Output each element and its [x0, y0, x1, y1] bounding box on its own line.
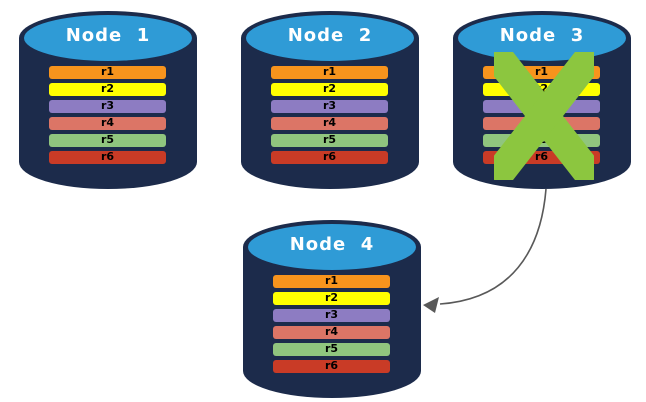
node-1: Node 1 r1 r2 r3 r4 r5 r6: [18, 8, 198, 192]
replica-row-r4: r4: [273, 325, 390, 339]
replica-list: r1 r2 r3 r4 r5 r6: [271, 65, 388, 164]
node-title: Node 2: [287, 25, 373, 46]
arrow-curve: [439, 188, 547, 305]
replica-row-r3: r3: [271, 99, 388, 113]
failure-x-icon: [494, 52, 594, 180]
replica-row-r5: r5: [49, 133, 166, 147]
replica-row-r2: r2: [49, 82, 166, 96]
node-title: Node 1: [65, 25, 151, 46]
replica-row-r2: r2: [273, 291, 390, 305]
replica-row-r6: r6: [273, 359, 390, 373]
node-title: Node 4: [289, 234, 375, 255]
replica-list: r1 r2 r3 r4 r5 r6: [273, 274, 390, 373]
arrowhead-icon: [423, 297, 439, 313]
replica-row-r1: r1: [273, 274, 390, 288]
node-2: Node 2 r1 r2 r3 r4 r5 r6: [240, 8, 420, 192]
replica-row-r2: r2: [271, 82, 388, 96]
replica-row-r1: r1: [49, 65, 166, 79]
node-title: Node 3: [499, 25, 585, 46]
replica-row-r5: r5: [273, 342, 390, 356]
node-3: Node 3 r1 r2 r3 r4 r5 r6: [452, 8, 632, 192]
replica-row-r5: r5: [271, 133, 388, 147]
replica-list: r1 r2 r3 r4 r5 r6: [49, 65, 166, 164]
replica-row-r4: r4: [49, 116, 166, 130]
replica-row-r6: r6: [271, 150, 388, 164]
node-4: Node 4 r1 r2 r3 r4 r5 r6: [242, 217, 422, 401]
replica-row-r1: r1: [271, 65, 388, 79]
replica-row-r3: r3: [273, 308, 390, 322]
replica-row-r3: r3: [49, 99, 166, 113]
replica-row-r6: r6: [49, 150, 166, 164]
replica-row-r4: r4: [271, 116, 388, 130]
